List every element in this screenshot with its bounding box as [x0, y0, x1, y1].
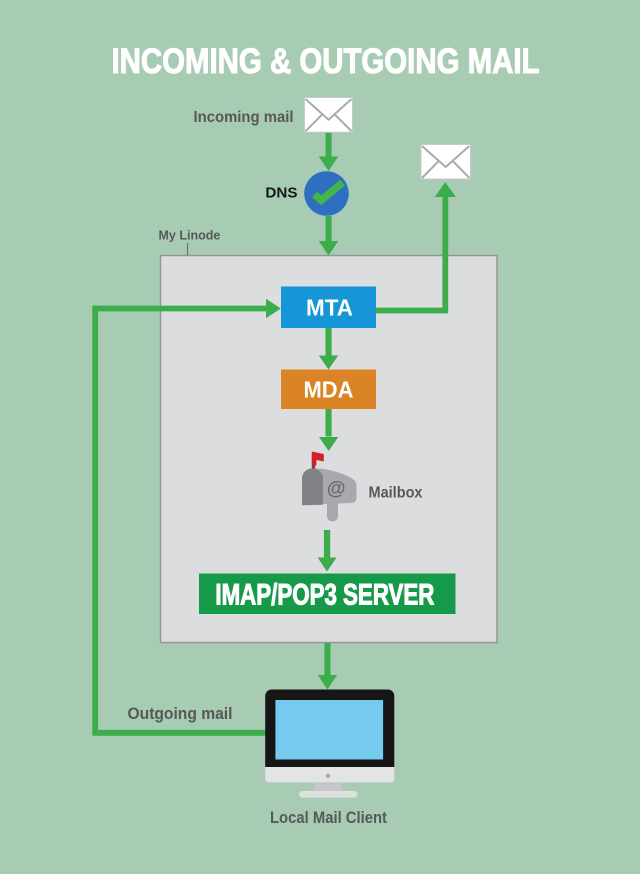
svg-text:INCOMING & OUTGOING MAIL: INCOMING & OUTGOING MAIL [112, 41, 540, 81]
svg-text:DNS: DNS [265, 185, 297, 202]
svg-text:MDA: MDA [304, 377, 354, 403]
svg-text:@: @ [327, 479, 346, 500]
svg-text:Local Mail Client: Local Mail Client [270, 808, 387, 827]
svg-text:Outgoing mail: Outgoing mail [128, 705, 233, 723]
svg-text:My Linode: My Linode [159, 229, 221, 243]
svg-text:IMAP/POP3 SERVER: IMAP/POP3 SERVER [215, 579, 434, 612]
svg-text:MTA: MTA [306, 295, 353, 321]
svg-text:Incoming mail: Incoming mail [194, 109, 294, 126]
svg-text:Mailbox: Mailbox [369, 484, 423, 501]
